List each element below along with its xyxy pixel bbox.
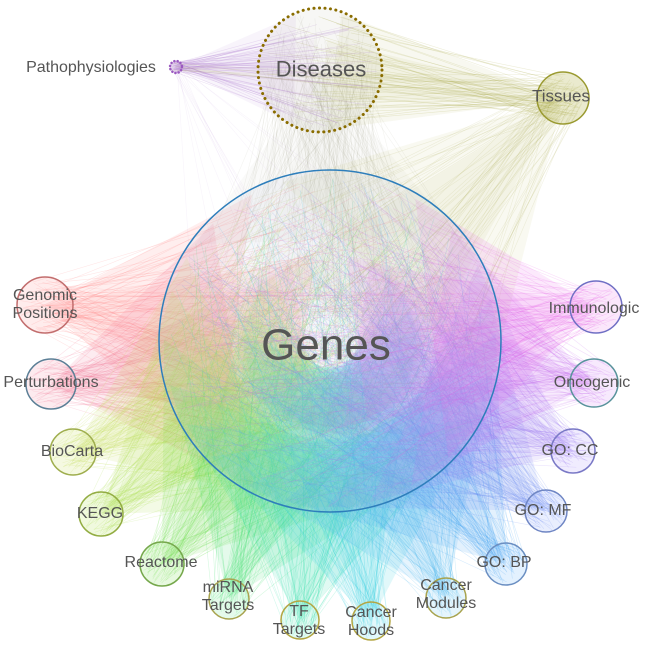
edges-genomic-positions-genes [20,182,481,505]
edges-pathophysiologies-genes [172,61,475,475]
edges-cancer-hoods-genes [198,179,478,639]
node-layer [16,6,623,641]
edges-go-cc-genes [186,183,593,502]
edges-cancer-modules-genes [178,186,493,617]
node-oncogenic[interactable] [569,358,619,408]
edge-layer [20,13,618,639]
node-tf-targets[interactable] [280,600,320,640]
node-mirna-targets[interactable] [208,578,250,620]
edges-reactome-genes [141,204,474,584]
edges-mirna-targets-genes [170,178,489,617]
node-go-bp[interactable] [484,542,528,586]
node-go-mf[interactable] [524,489,568,533]
node-pathophysiologies[interactable] [168,59,184,75]
edges-diseases-genes [171,15,489,505]
edges-go-bp-genes [182,188,526,584]
node-biocarta[interactable] [49,428,97,476]
edges-tf-targets-genes [170,200,481,639]
node-immunologic[interactable] [569,280,623,334]
edges-tissues-genes [170,76,587,485]
node-diseases[interactable] [256,6,384,134]
edges-go-mf-genes [173,180,565,531]
edges-pathophysiologies-diseases [170,14,377,127]
edges-pathophysiologies-tissues [171,63,583,114]
node-genes[interactable] [158,169,502,513]
node-tissues[interactable] [536,71,590,125]
edges-perturbations-genes [28,196,481,501]
edges-biocarta-genes [52,181,481,503]
node-reactome[interactable] [139,541,185,587]
edges-immunologic-genes [175,185,618,507]
node-cancer-modules[interactable] [425,577,467,619]
edges-oncogenic-genes [183,185,615,497]
node-go-cc[interactable] [550,428,596,474]
node-cancer-hoods[interactable] [351,601,391,641]
node-genomic-positions[interactable] [16,276,74,334]
node-perturbations[interactable] [25,358,77,410]
node-kegg[interactable] [78,491,124,537]
